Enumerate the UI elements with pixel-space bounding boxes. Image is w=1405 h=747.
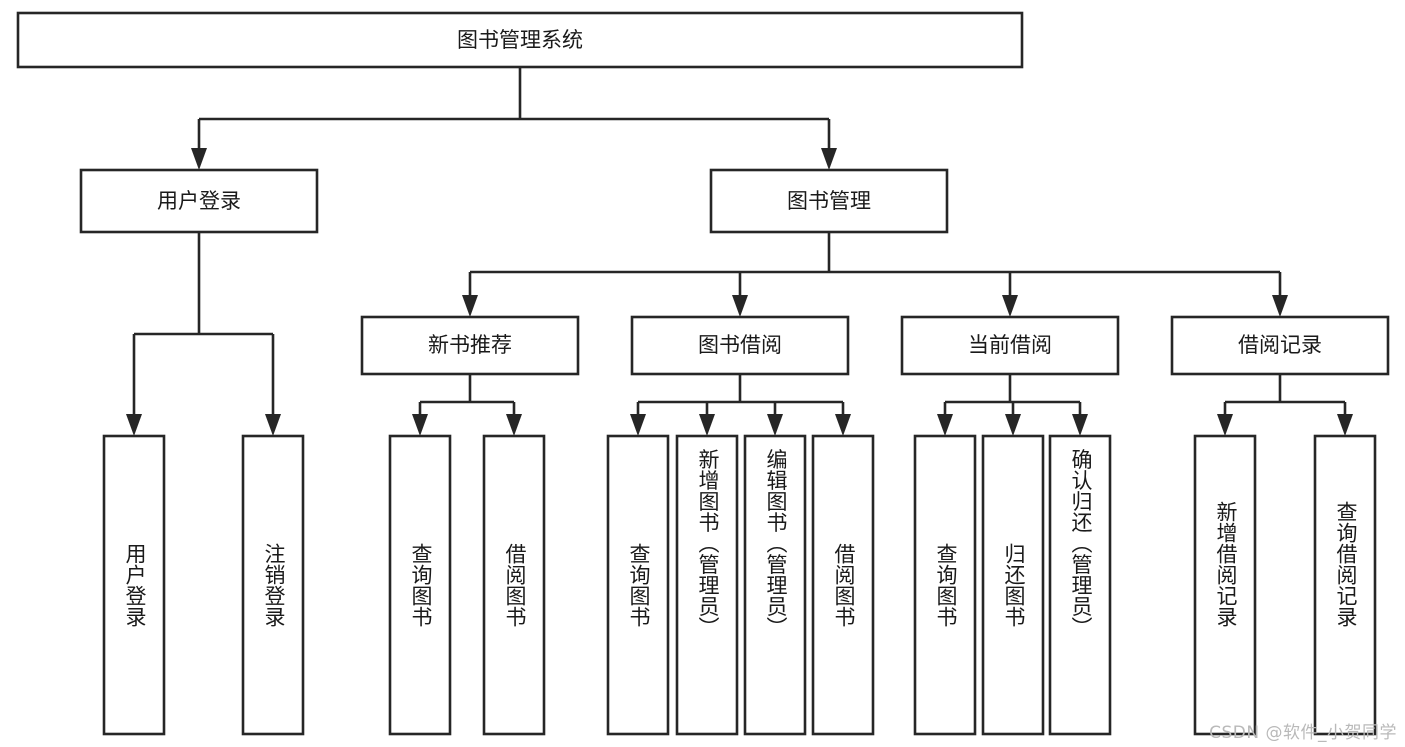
node-leaf-add-book-box[interactable] — [675, 434, 739, 736]
node-root-box[interactable] — [16, 11, 1024, 69]
arrow-current-to-query-book — [937, 414, 953, 436]
node-leaf-logout-box[interactable] — [241, 434, 305, 736]
arrow-bookmgmt-to-newbook — [462, 295, 478, 317]
arrow-borrow-to-add-book — [699, 414, 715, 436]
node-login[interactable]: 用户登录 — [79, 168, 319, 234]
arrow-records-to-add-record — [1217, 414, 1233, 436]
node-leaf-edit-book-box[interactable] — [743, 434, 807, 736]
node-borrow-label: 图书借阅 — [698, 333, 782, 357]
arrow-borrow-to-query-book — [630, 414, 646, 436]
node-records[interactable]: 借阅记录 — [1170, 315, 1390, 376]
node-records-label: 借阅记录 — [1238, 333, 1322, 357]
arrow-bookmgmt-to-borrow — [732, 295, 748, 317]
node-leaf-borrow-book-1-box[interactable] — [482, 434, 546, 736]
arrow-bookmgmt-to-records — [1272, 295, 1288, 317]
node-leaf-add-record-box[interactable] — [1193, 434, 1257, 736]
node-leaf-query-record[interactable]: 查询借阅记录 — [1313, 434, 1377, 736]
node-newbook-label: 新书推荐 — [428, 333, 512, 357]
node-bookmgmt[interactable]: 图书管理 — [709, 168, 949, 234]
arrow-borrow-to-edit-book — [767, 414, 783, 436]
node-newbook-box[interactable] — [360, 315, 580, 376]
node-leaf-query-book-3-label: 查询图书 — [934, 543, 958, 627]
node-leaf-borrow-book-2-label: 借阅图书 — [832, 543, 856, 627]
node-current-box[interactable] — [900, 315, 1120, 376]
node-leaf-query-book-2-label: 查询图书 — [627, 543, 651, 627]
arrow-login-to-user-login — [126, 414, 142, 436]
node-leaf-user-login-box[interactable] — [102, 434, 166, 736]
node-leaf-confirm-return[interactable]: 确认归还（管理员） — [1048, 434, 1112, 736]
node-leaf-query-record-label: 查询借阅记录 — [1334, 501, 1358, 627]
node-leaf-return-book[interactable]: 归还图书 — [981, 434, 1045, 736]
node-leaf-query-record-box[interactable] — [1313, 434, 1377, 736]
node-leaf-query-book-3-box[interactable] — [913, 434, 977, 736]
node-leaf-edit-book-label: 编辑图书（管理员） — [764, 449, 788, 638]
node-leaf-query-book-1-box[interactable] — [388, 434, 452, 736]
node-leaf-borrow-book-2-box[interactable] — [811, 434, 875, 736]
node-bookmgmt-box[interactable] — [709, 168, 949, 234]
node-bookmgmt-label: 图书管理 — [787, 189, 871, 213]
node-leaf-confirm-return-label: 确认归还（管理员） — [1069, 449, 1093, 638]
arrow-login-to-logout — [265, 414, 281, 436]
node-leaf-return-book-label: 归还图书 — [1002, 543, 1026, 627]
node-leaf-query-book-1-label: 查询图书 — [409, 543, 433, 627]
arrow-borrow-to-borrow-book — [835, 414, 851, 436]
connector-layer — [126, 67, 1353, 436]
node-root[interactable]: 图书管理系统 — [16, 11, 1024, 69]
node-current-label: 当前借阅 — [968, 333, 1052, 357]
node-leaf-return-book-box[interactable] — [981, 434, 1045, 736]
node-leaf-edit-book[interactable]: 编辑图书（管理员） — [743, 434, 807, 736]
node-current[interactable]: 当前借阅 — [900, 315, 1120, 376]
node-leaf-borrow-book-1-label: 借阅图书 — [503, 543, 527, 627]
node-leaf-query-book-2[interactable]: 查询图书 — [606, 434, 670, 736]
arrow-newbook-to-query-book — [412, 414, 428, 436]
node-leaf-logout-label: 注销登录 — [262, 543, 286, 627]
node-login-box[interactable] — [79, 168, 319, 234]
node-login-label: 用户登录 — [157, 189, 241, 213]
node-borrow-box[interactable] — [630, 315, 850, 376]
arrow-bookmgmt-to-current — [1002, 295, 1018, 317]
arrow-newbook-to-borrow-book — [506, 414, 522, 436]
node-borrow[interactable]: 图书借阅 — [630, 315, 850, 376]
node-leaf-query-book-1[interactable]: 查询图书 — [388, 434, 452, 736]
arrow-current-to-confirm-return — [1072, 414, 1088, 436]
node-leaf-borrow-book-2[interactable]: 借阅图书 — [811, 434, 875, 736]
node-leaf-borrow-book-1[interactable]: 借阅图书 — [482, 434, 546, 736]
node-leaf-confirm-return-box[interactable] — [1048, 434, 1112, 736]
arrow-root-to-bookmgmt — [821, 148, 837, 170]
node-leaf-user-login[interactable]: 用户登录 — [102, 434, 166, 736]
node-leaf-add-record[interactable]: 新增借阅记录 — [1193, 434, 1257, 736]
node-leaf-add-record-label: 新增借阅记录 — [1214, 501, 1238, 627]
node-leaf-query-book-3[interactable]: 查询图书 — [913, 434, 977, 736]
node-leaf-query-book-2-box[interactable] — [606, 434, 670, 736]
node-leaf-add-book-label: 新增图书（管理员） — [696, 449, 720, 638]
arrow-records-to-query-record — [1337, 414, 1353, 436]
arrow-root-to-login — [191, 148, 207, 170]
arrow-current-to-return-book — [1005, 414, 1021, 436]
node-records-box[interactable] — [1170, 315, 1390, 376]
node-newbook[interactable]: 新书推荐 — [360, 315, 580, 376]
node-root-label: 图书管理系统 — [457, 28, 583, 52]
node-leaf-add-book[interactable]: 新增图书（管理员） — [675, 434, 739, 736]
node-leaf-logout[interactable]: 注销登录 — [241, 434, 305, 736]
node-leaf-user-login-label: 用户登录 — [123, 543, 147, 627]
